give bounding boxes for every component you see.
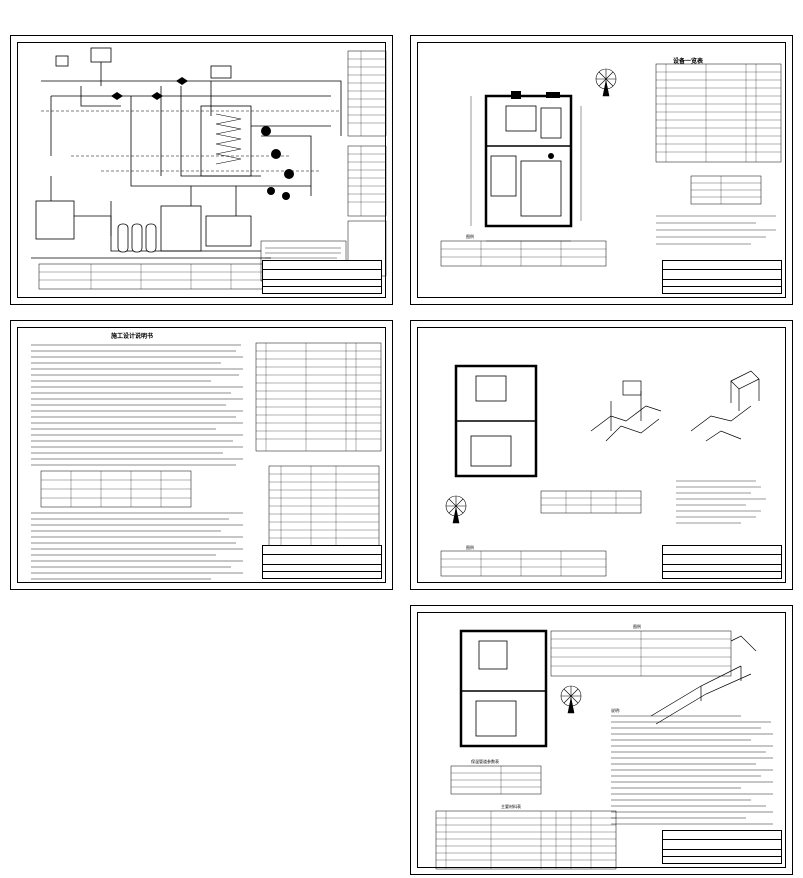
notes-title: 说明: bbox=[611, 708, 621, 713]
pipe-params-title: 保温管道参数表 bbox=[471, 759, 499, 764]
title-block bbox=[662, 260, 782, 294]
north-arrow-icon bbox=[595, 68, 617, 97]
title-block bbox=[662, 545, 782, 579]
drawing-sheet-4: 图例 bbox=[410, 320, 793, 590]
drawing-sheet-2: 设备一览表 图例 bbox=[410, 35, 793, 305]
legend-title: 图例 bbox=[466, 234, 474, 239]
title-block bbox=[262, 260, 382, 294]
design-notes-text-lines bbox=[31, 342, 382, 580]
floor-plan-drawing bbox=[440, 63, 782, 267]
plan-and-isometric-drawing bbox=[440, 364, 766, 577]
title-block bbox=[662, 830, 782, 864]
sheet-frame bbox=[417, 612, 786, 868]
north-arrow-icon bbox=[445, 495, 467, 524]
title-block bbox=[262, 545, 382, 579]
plan-isometric-notes-drawing bbox=[435, 629, 773, 870]
sheet-frame bbox=[417, 327, 786, 583]
north-arrow-icon bbox=[560, 685, 582, 714]
sheet-frame bbox=[417, 42, 786, 298]
sheet-frame bbox=[17, 327, 386, 583]
design-notes-title: 施工设计说明书 bbox=[111, 333, 154, 340]
legend-title: 图例 bbox=[633, 624, 641, 629]
drawing-sheet-3: 施工设计说明书 bbox=[10, 320, 393, 590]
materials-table-title: 主要材料表 bbox=[501, 804, 521, 809]
drawing-sheet-5: 图例 说明: 保温管道参数表 主要材料表 bbox=[410, 605, 793, 875]
legend-title: 图例 bbox=[466, 545, 474, 550]
drawing-sheet-1 bbox=[10, 35, 393, 305]
equipment-table-title: 设备一览表 bbox=[673, 58, 704, 65]
